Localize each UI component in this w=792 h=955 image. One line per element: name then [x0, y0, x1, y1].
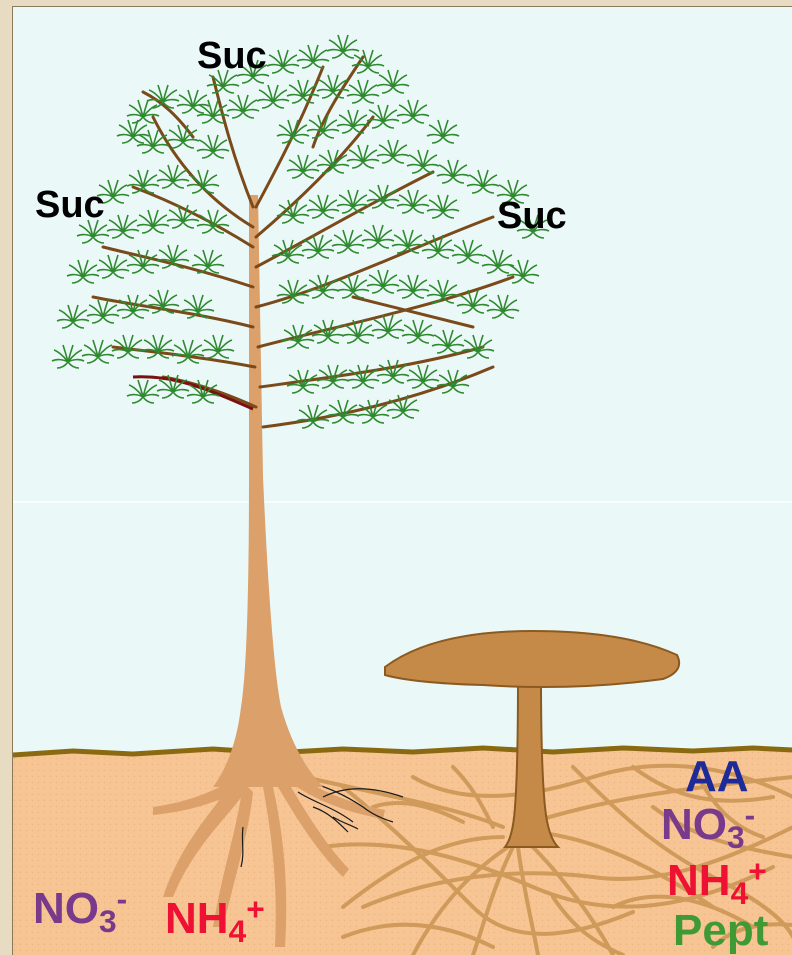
sucrose-label-left: Suc: [35, 186, 105, 224]
nitrate2-sub: 3: [727, 819, 745, 855]
diagram-panel: Suc Suc Suc NO3- NH4+ AA NO3- NH4+ Pept: [12, 6, 792, 955]
nitrate-label-fungus: NO3-: [661, 803, 755, 847]
sky: [13, 7, 792, 767]
ammonium-main: NH: [165, 894, 229, 943]
nitrate2-main: NO: [661, 800, 727, 849]
nitrate-sub: 3: [99, 903, 117, 939]
ammonium-label-tree: NH4+: [165, 897, 265, 941]
ammonium2-sup: +: [748, 853, 767, 889]
ammonium2-main: NH: [667, 856, 731, 905]
nitrate-main: NO: [33, 884, 99, 933]
ammonium-label-fungus: NH4+: [667, 859, 767, 903]
nitrate2-sup: -: [745, 797, 756, 833]
amino-acids-label: AA: [685, 755, 749, 799]
ammonium-sup: +: [246, 891, 265, 927]
nitrate-sup: -: [117, 881, 128, 917]
sucrose-label-top: Suc: [197, 37, 267, 75]
sucrose-label-right: Suc: [497, 197, 567, 235]
nitrate-label-tree: NO3-: [33, 887, 127, 931]
peptides-label: Pept: [673, 909, 768, 953]
ammonium-sub: 4: [229, 913, 247, 949]
